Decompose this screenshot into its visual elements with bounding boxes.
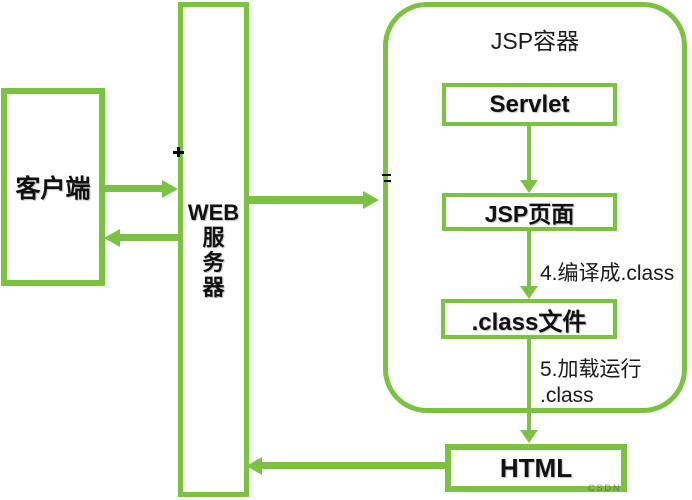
artifact-tick [382,174,391,176]
jsp-page-label: JSP页面 [484,201,575,227]
html-label: HTML [499,452,573,483]
servlet-label: Servlet [489,90,570,118]
arrow-servlet-to-jsp [527,126,531,182]
jsp-container-title: JSP容器 [490,28,580,54]
web-server-node: WEB 服 务 器 [178,2,249,497]
arrowhead-jsp-to-class [520,286,538,299]
arrowhead-client-to-web [162,180,178,198]
arrow-html-to-web [260,462,445,469]
arrow-web-to-client [118,234,178,241]
arrowhead-class-to-html [520,430,538,443]
web-server-label-line: 务 [202,249,225,275]
web-server-label-line: 服 [202,224,225,250]
web-server-label-line: WEB [187,199,240,225]
client-node: 客户端 [1,88,105,286]
jsp-page-node: JSP页面 [442,193,617,231]
class-file-node: .class文件 [441,299,617,339]
arrow-web-to-container [248,196,365,204]
edge-label-compile: 4.编译成.class [540,262,675,285]
artifact-tick [384,180,391,182]
arrow-jsp-to-class [527,231,531,288]
arrowhead-web-to-client [104,229,120,247]
arrowhead-servlet-to-jsp [520,180,538,193]
arrow-class-to-html [527,339,531,431]
html-node: HTML [445,444,627,492]
edge-label-load-run: 5.加载运行 .class [540,357,642,409]
edge-label-load-run-line2: .class [540,384,594,407]
edge-label-load-run-line1: 5.加载运行 [540,358,642,381]
servlet-node: Servlet [442,83,617,126]
client-label: 客户端 [15,175,91,203]
artifact-tick [177,147,180,157]
arrow-client-to-web [105,185,165,192]
class-file-label: .class文件 [471,308,587,336]
arrowhead-web-to-container [363,191,379,209]
watermark: CSDN [588,483,622,493]
web-server-label-line: 器 [202,274,225,300]
arrowhead-html-to-web [246,457,262,475]
